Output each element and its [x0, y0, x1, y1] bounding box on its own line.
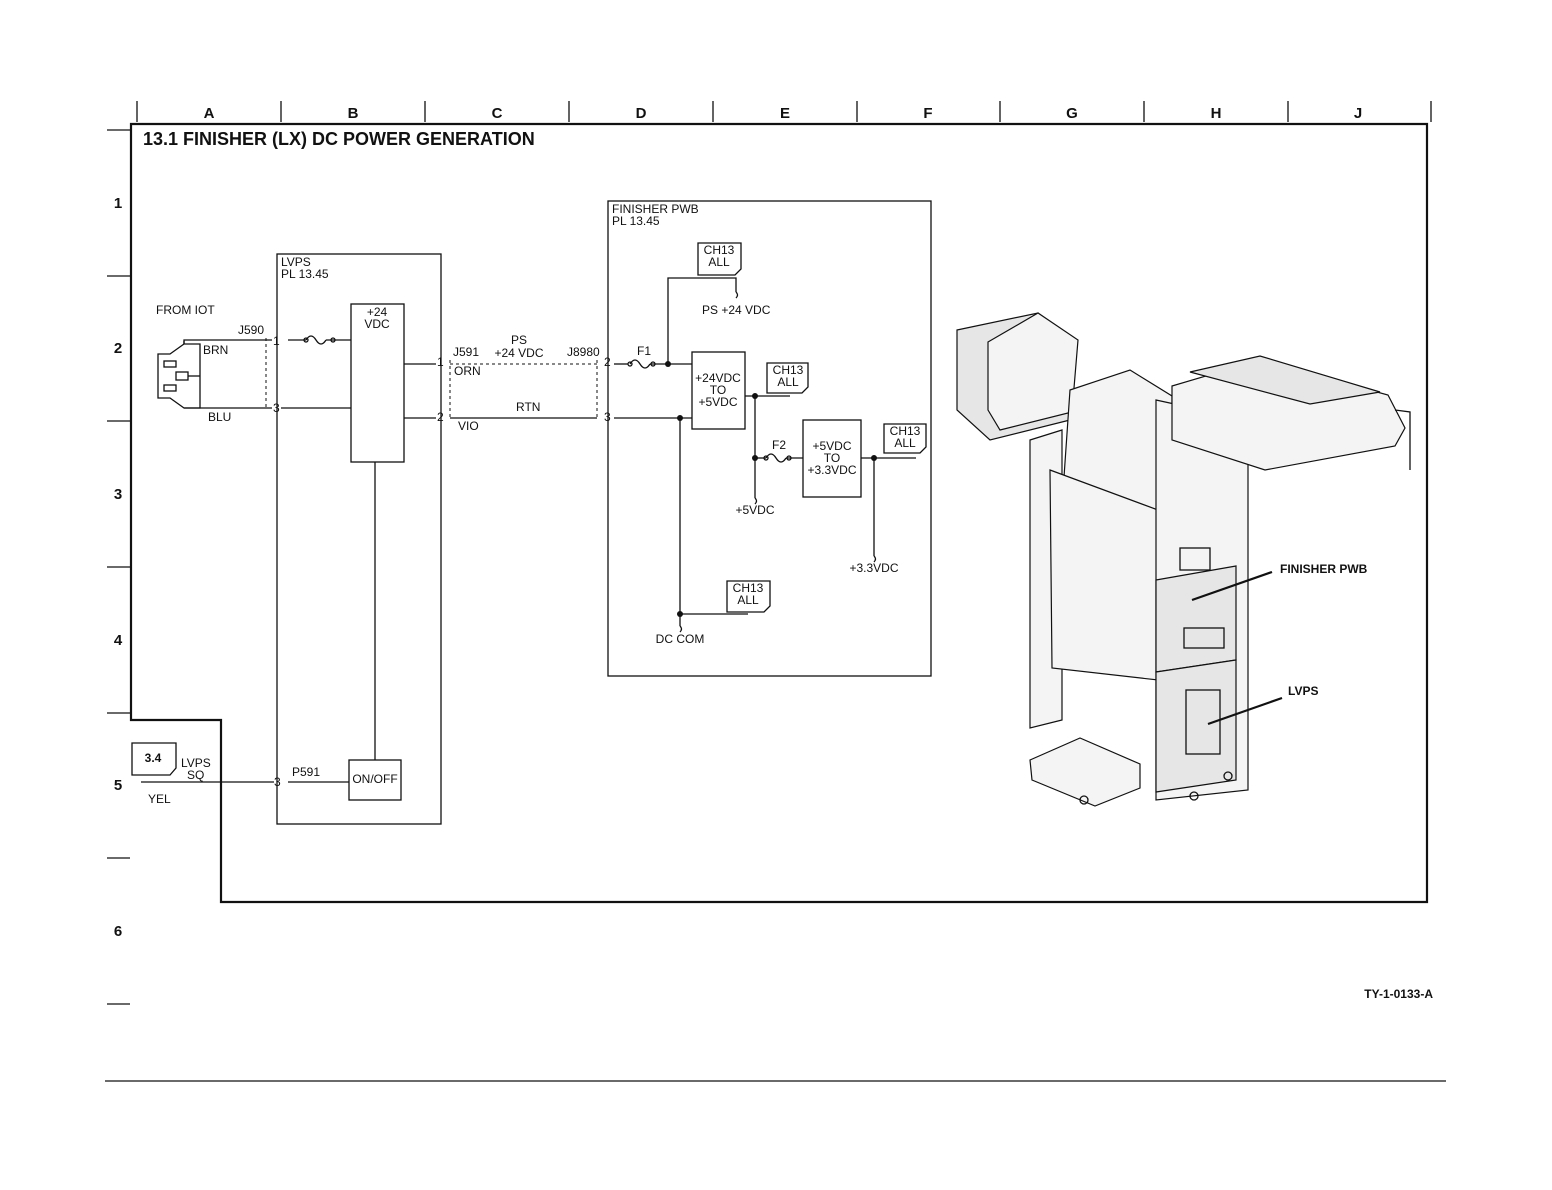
- row-label-6: 6: [114, 923, 122, 940]
- v33-label: +3.3VDC: [849, 561, 898, 575]
- yel-label: YEL: [148, 792, 171, 806]
- finisher-machine-illustration: [956, 312, 1411, 807]
- converter-24-to-5: [691, 351, 746, 430]
- converter-5-to-3v3: [802, 419, 862, 498]
- lvps-pl: PL 13.45: [281, 267, 329, 281]
- on-off-block: [348, 759, 402, 801]
- svg-text:CH13: CH13: [890, 424, 921, 438]
- col-label-g: G: [1066, 105, 1078, 122]
- dccom-label: DC COM: [656, 632, 705, 646]
- row-label-5: 5: [114, 777, 122, 794]
- svg-text:TO: TO: [710, 383, 726, 397]
- col-label-b: B: [348, 105, 359, 122]
- page-title: 13.1 FINISHER (LX) DC POWER GENERATION: [143, 129, 535, 149]
- pwb-pl: PL 13.45: [612, 214, 660, 228]
- lvps-out-pin2: 2: [437, 410, 444, 424]
- rtn-label: RTN: [516, 400, 540, 414]
- row-ruler: 1 2 3 4 5 6: [107, 129, 130, 1005]
- figure-id: TY-1-0133-A: [1364, 987, 1433, 1001]
- j591-label: J591: [453, 345, 479, 359]
- row-label-4: 4: [114, 632, 123, 649]
- svg-text:ALL: ALL: [708, 255, 730, 269]
- svg-text:ALL: ALL: [894, 436, 916, 450]
- svg-text:CH13: CH13: [773, 363, 804, 377]
- col-label-h: H: [1211, 105, 1222, 122]
- col-label-c: C: [492, 105, 503, 122]
- lvps-24v-block: [350, 303, 405, 463]
- lvps-leader: [1207, 696, 1283, 726]
- vio-label: VIO: [458, 419, 479, 433]
- col-label-f: F: [923, 105, 932, 122]
- ch13-callout-4: CH13 ALL: [726, 580, 771, 613]
- col-label-j: J: [1354, 105, 1362, 122]
- j8980-label: J8980: [567, 345, 600, 359]
- ch13-callout-1: CH13 ALL: [697, 242, 742, 276]
- lvps-24v-line2: VDC: [364, 317, 390, 331]
- lvps-sq-line1: LVPS: [181, 756, 211, 770]
- svg-text:+5VDC: +5VDC: [812, 439, 851, 453]
- col-label-a: A: [204, 105, 215, 122]
- diagram-frame: [129, 122, 1429, 904]
- svg-text:TO: TO: [824, 451, 840, 465]
- svg-text:ALL: ALL: [777, 375, 799, 389]
- ps-label: PS: [511, 333, 527, 347]
- col-label-d: D: [636, 105, 647, 122]
- iot-plug: [157, 339, 272, 409]
- svg-text:+24VDC: +24VDC: [695, 371, 741, 385]
- lvps-out-pin1: 1: [437, 355, 444, 369]
- blu-label: BLU: [208, 410, 231, 424]
- svg-text:CH13: CH13: [704, 243, 735, 257]
- row-label-2: 2: [114, 340, 122, 357]
- orn-label: ORN: [454, 364, 481, 378]
- machine-label-pwb: FINISHER PWB: [1280, 562, 1368, 576]
- col-label-e: E: [780, 105, 790, 122]
- ch13-callout-2: CH13 ALL: [766, 362, 809, 394]
- machine-label-lvps: LVPS: [1288, 684, 1318, 698]
- p591-pin: 3: [274, 775, 281, 789]
- from-iot-label: FROM IOT: [156, 303, 215, 317]
- v5-label: +5VDC: [735, 503, 774, 517]
- lvps-sq-line2: SQ: [187, 768, 204, 782]
- ref-3-4-label: 3.4: [145, 751, 162, 765]
- lvps-24v-line1: +24: [367, 305, 388, 319]
- svg-text:+5VDC: +5VDC: [698, 395, 737, 409]
- f1-label: F1: [637, 344, 651, 358]
- ch13-callout-3: CH13 ALL: [883, 423, 927, 454]
- ps-voltage-label: +24 VDC: [494, 346, 543, 360]
- row-label-3: 3: [114, 486, 122, 503]
- f2-fuse: [765, 453, 787, 463]
- svg-text:+3.3VDC: +3.3VDC: [807, 463, 856, 477]
- ps24-label: PS +24 VDC: [702, 303, 771, 317]
- finisher-pwb-box: [607, 200, 932, 677]
- pwb-leader: [1191, 570, 1273, 602]
- lvps-box: [276, 253, 442, 825]
- svg-text:ALL: ALL: [737, 593, 759, 607]
- p591-label: P591: [292, 765, 320, 779]
- ref-3-4-flag: [131, 742, 177, 776]
- on-off-label: ON/OFF: [352, 772, 397, 786]
- lvps-fuse: [305, 335, 327, 345]
- j590-label: J590: [238, 323, 264, 337]
- pwb-name: FINISHER PWB: [612, 202, 699, 216]
- f1-fuse: [629, 359, 651, 369]
- svg-text:CH13: CH13: [733, 581, 764, 595]
- column-ruler: A B C D E F G H J: [136, 101, 1432, 122]
- row-label-1: 1: [114, 195, 122, 212]
- f2-label: F2: [772, 438, 786, 452]
- brn-label: BRN: [203, 343, 228, 357]
- lvps-name: LVPS: [281, 255, 311, 269]
